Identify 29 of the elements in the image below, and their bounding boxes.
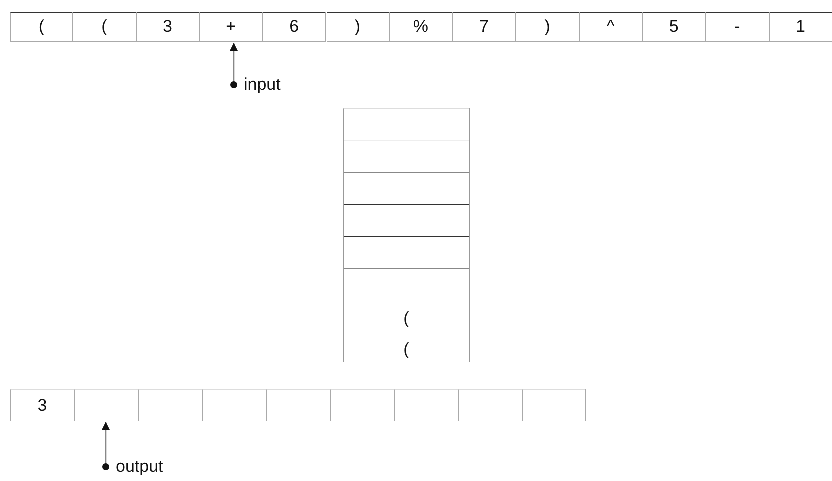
input-cell: 7 — [453, 12, 516, 42]
input-cell: ^ — [580, 12, 643, 42]
output-cell — [138, 389, 202, 421]
output-cell — [330, 389, 394, 421]
output-cell — [458, 389, 522, 421]
output-cell — [394, 389, 458, 421]
input-cell: ) — [326, 12, 390, 42]
input-cell: % — [390, 12, 454, 42]
input-cell: + — [200, 12, 264, 42]
stack-column — [343, 108, 470, 362]
output-cell — [74, 389, 138, 421]
output-cell: 3 — [10, 389, 74, 421]
input-cell: 3 — [136, 12, 200, 42]
input-cell: - — [706, 12, 770, 42]
input-cell: ) — [516, 12, 580, 42]
pointer-arrow — [102, 422, 110, 470]
output-cell — [202, 389, 266, 421]
input-cell: 6 — [263, 12, 326, 42]
stack-item: ( — [344, 307, 469, 331]
input-cell: ( — [10, 12, 74, 42]
input-cell: 5 — [643, 12, 706, 42]
output-cell — [266, 389, 330, 421]
input-cell: 1 — [770, 12, 832, 42]
input-cell: ( — [73, 12, 137, 42]
pointer-label: input — [244, 74, 304, 96]
stack-item: ( — [344, 338, 469, 362]
output-cell — [522, 389, 586, 421]
pointer-label: output — [116, 456, 186, 478]
pointer-arrow — [230, 43, 238, 88]
